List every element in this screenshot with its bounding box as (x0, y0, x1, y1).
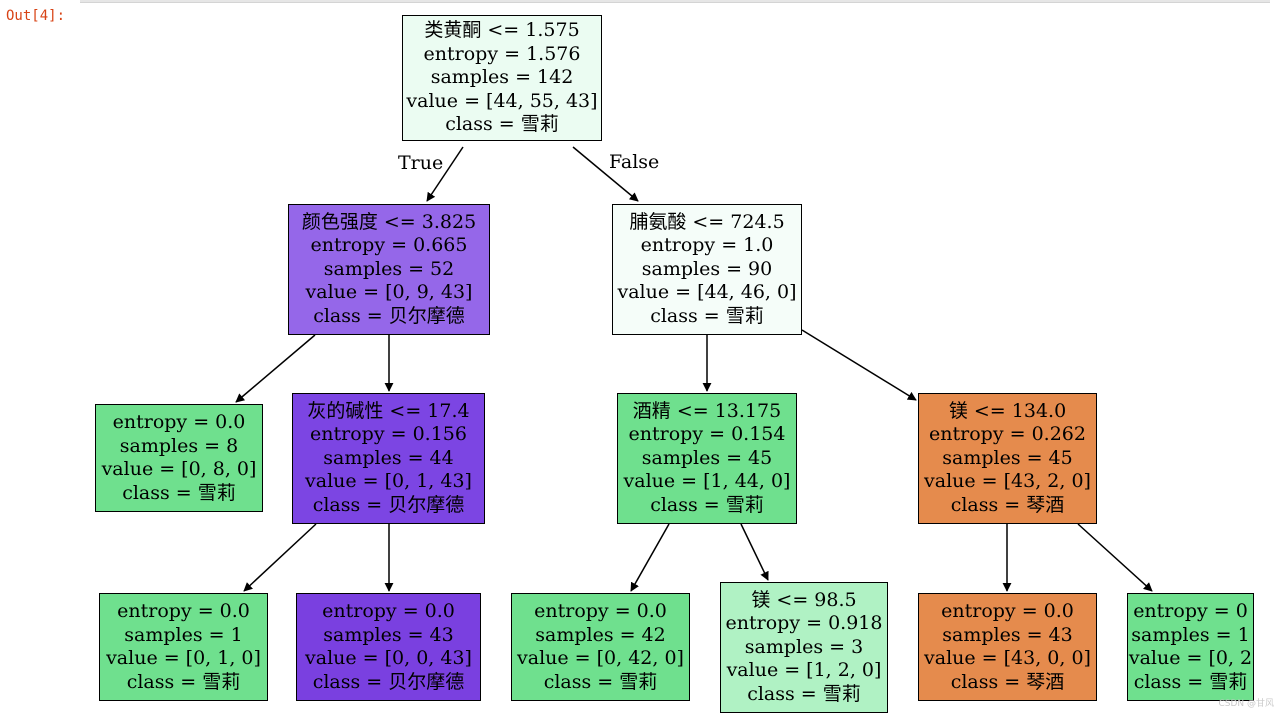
node-line: value = [0, 42, 0] (517, 647, 684, 669)
node-line: entropy = 0.0 (112, 411, 246, 433)
node-line: entropy = 0.0 (941, 600, 1074, 622)
node-line: samples = 43 (323, 623, 454, 646)
node-line: 镁 <= 98.5 (751, 588, 857, 611)
node-line: samples = 45 (641, 446, 773, 469)
node-line: class = 雪莉 (445, 113, 559, 136)
node-line: entropy = 0.0 (117, 600, 250, 622)
node-line: class = 琴酒 (950, 670, 1065, 693)
edge-label-false: False (609, 151, 660, 173)
node-line: class = 琴酒 (950, 493, 1065, 516)
node-line: 脯氨酸 <= 724.5 (629, 210, 785, 233)
tree-edge-n2-n6 (801, 329, 917, 401)
tree-edge-n6-n12 (1077, 523, 1153, 592)
output-prompt: Out[4]: (6, 8, 66, 24)
node-line: class = 贝尔摩德 (312, 670, 465, 693)
node-line: 类黄酮 <= 1.575 (424, 19, 580, 42)
node-line: entropy = 0.262 (929, 423, 1086, 446)
watermark: CSDN @甘风 (1218, 699, 1274, 709)
node-line: value = [0, 2 (1128, 647, 1253, 669)
node-line: value = [43, 0, 0] (924, 647, 1091, 669)
node-line: entropy = 0.665 (310, 234, 468, 257)
notebook-cell-divider (80, 0, 1270, 3)
node-line: samples = 3 (744, 635, 864, 658)
node-line: class = 雪莉 (126, 670, 241, 693)
node-line: 镁 <= 134.0 (948, 399, 1067, 422)
node-line: class = 雪莉 (650, 493, 764, 516)
tree-edge-n5-n10 (740, 523, 769, 581)
node-line: samples = 52 (323, 257, 455, 280)
node-line: entropy = 0.0 (322, 600, 455, 622)
node-line: class = 雪莉 (747, 682, 861, 705)
node-line: entropy = 1.0 (640, 234, 774, 257)
edge-label-true: True (398, 152, 444, 174)
node-line: entropy = 1.576 (423, 42, 581, 65)
node-line: value = [43, 2, 0] (924, 470, 1091, 493)
node-line: samples = 8 (119, 434, 239, 457)
node-line: entropy = 0.156 (310, 423, 467, 446)
node-line: samples = 142 (430, 66, 574, 89)
node-line: 灰的碱性 <= 17.4 (307, 399, 470, 422)
node-line: value = [0, 9, 43] (305, 281, 473, 304)
tree-edge-n4-n7 (243, 523, 317, 592)
tree-edge-root-n1 (426, 146, 464, 202)
node-line: 酒精 <= 13.175 (632, 399, 782, 422)
node-line: class = 雪莉 (650, 304, 764, 327)
node-line: samples = 42 (535, 623, 666, 646)
node-line: entropy = 0.0 (534, 600, 667, 622)
node-line: entropy = 0.918 (725, 612, 883, 635)
node-line: value = [0, 1, 0] (106, 647, 261, 669)
node-line: value = [1, 2, 0] (726, 659, 882, 682)
node-line: value = [0, 8, 0] (101, 458, 257, 480)
node-line: class = 雪莉 (122, 481, 236, 504)
node-line: samples = 44 (323, 446, 454, 469)
node-line: samples = 90 (641, 257, 773, 280)
node-line: value = [44, 46, 0] (617, 281, 797, 304)
tree-edge-n1-n3 (235, 334, 316, 403)
tree-edge-n5-n9 (630, 523, 670, 592)
node-line: value = [0, 1, 43] (305, 470, 472, 493)
node-line: entropy = 0.154 (628, 423, 786, 446)
node-line: value = [1, 44, 0] (623, 470, 791, 493)
node-line: value = [44, 55, 43] (406, 89, 598, 112)
node-line: samples = 1 (124, 623, 243, 646)
node-line: entropy = 0 (1133, 600, 1248, 622)
node-line: value = [0, 0, 43] (305, 647, 472, 669)
node-line: class = 雪莉 (543, 670, 658, 693)
node-line: 颜色强度 <= 3.825 (301, 210, 477, 233)
node-line: samples = 1 (1131, 623, 1250, 646)
node-line: samples = 43 (942, 623, 1073, 646)
tree-edge-root-n2 (572, 146, 639, 202)
node-line: samples = 45 (942, 446, 1073, 469)
node-line: class = 贝尔摩德 (312, 493, 465, 516)
node-line: class = 雪莉 (1133, 670, 1248, 693)
node-line: class = 贝尔摩德 (313, 304, 465, 327)
